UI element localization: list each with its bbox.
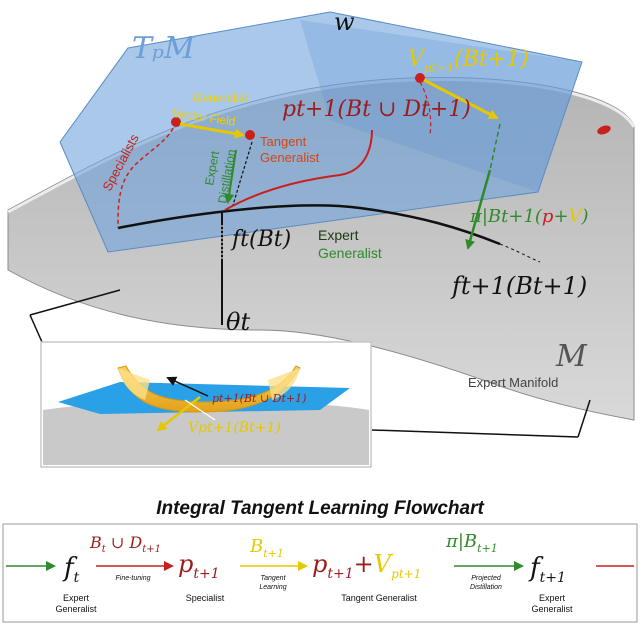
far-right-point	[597, 125, 611, 135]
tangent-generalist-point	[245, 130, 255, 140]
callout-line-right-up	[577, 399, 591, 438]
generalist-field-label-1: Generalist	[193, 91, 248, 105]
edge-tangent-caption-2: Learning	[259, 584, 286, 591]
distillation-arrow-black	[232, 141, 253, 206]
expert-distillation-label-1: Expert	[202, 149, 222, 186]
geodesic-curve	[117, 204, 501, 246]
callout-line-left	[29, 289, 121, 316]
flowchart-box	[2, 523, 638, 623]
specialists-path	[117, 121, 177, 229]
manifold-label: M	[555, 339, 588, 374]
tangent-plane-label: TₚM	[132, 31, 196, 66]
edge-projected-caption-1: Projected	[471, 575, 502, 582]
expert-generalist-label-1: Expert	[318, 227, 359, 243]
geodesic-curve-dashed	[499, 243, 541, 263]
right-red-dashed	[419, 81, 432, 136]
projection-arrow	[465, 169, 492, 250]
node-ft-caption-1: Expert	[63, 593, 90, 603]
callout-line-right	[371, 429, 579, 438]
tangent-generalist-label-1: Tangent	[260, 134, 307, 149]
ft1-label: ft+1(Bt+1)	[450, 272, 587, 300]
node-ft1-caption-1: Expert	[539, 593, 566, 603]
edge-finetune-caption: Fine-tuning	[115, 575, 150, 582]
p-label: pt+1(Bt ∪ Dt+1)	[282, 97, 471, 122]
node-p-caption: Specialist	[186, 593, 225, 603]
theta-label: θt	[226, 308, 250, 336]
edge-projected-above: π|Bt+1	[445, 531, 498, 555]
flowchart-title: Integral Tangent Learning Flowchart	[156, 498, 484, 519]
node-tangent-generalist: pt+1+Vpt+1	[312, 550, 421, 582]
inset-v-label: Vpt+1(Bt+1)	[188, 420, 281, 436]
velocity-label: Vpt+1(Bt+1)	[408, 47, 529, 75]
specialist-point	[171, 117, 181, 127]
tangent-plane	[59, 11, 583, 253]
right-tangent-point	[415, 73, 425, 83]
edge-tangent-caption-1: Tangent	[260, 575, 286, 582]
distillation-arrow-green	[224, 149, 237, 204]
right-velocity-arrow	[423, 78, 499, 120]
w-label: w	[334, 8, 355, 36]
expert-generalist-label-2: Generalist	[318, 245, 382, 261]
node-ft-caption-2: Generalist	[55, 604, 97, 614]
edge-projected-caption-2: Distillation	[470, 584, 502, 591]
inset-p-label: pt+1(Bt ∪ Dt+1)	[212, 392, 306, 405]
edge-tangent-above: Bt+1	[249, 536, 284, 560]
node-ft1-caption-2: Generalist	[531, 604, 573, 614]
edge-finetune-above: Bt ∪ Dt+1	[89, 533, 161, 555]
node-tangent-generalist-caption: Tangent Generalist	[341, 593, 417, 603]
expert-manifold-label: Expert Manifold	[468, 375, 558, 390]
node-p: pt+1	[178, 550, 220, 582]
tangent-generalist-label-2: Generalist	[260, 150, 320, 165]
ft-label: ft(Bt)	[230, 227, 291, 252]
p-curve	[224, 129, 373, 211]
generalist-vector-arrow	[179, 122, 245, 139]
inset-panel: pt+1(Bt ∪ Dt+1) Vpt+1(Bt+1)	[40, 341, 372, 468]
tangent-plane-shade	[300, 20, 582, 192]
projection-label: π|Bt+1(p+V)	[469, 206, 589, 227]
inset-cup	[117, 365, 301, 413]
callout-line-left-down	[29, 314, 43, 343]
